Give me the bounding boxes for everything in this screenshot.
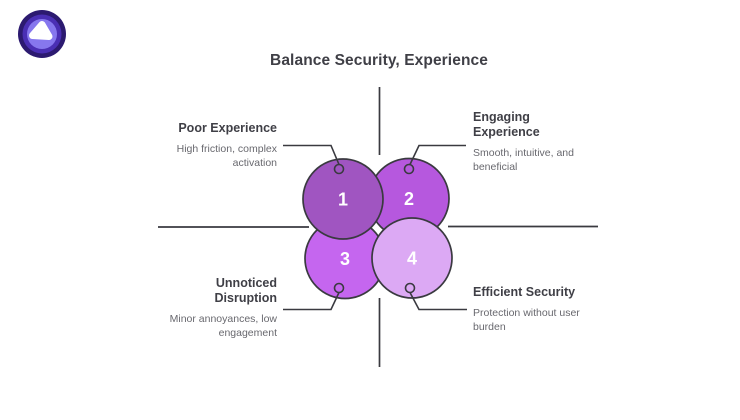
connector-ring-2 [403, 163, 415, 175]
connector-ring-1 [333, 163, 345, 175]
quadrant-label-unnoticed-disruption: Unnoticed Disruption Minor annoyances, l… [145, 276, 277, 341]
connector-rings [333, 163, 416, 294]
quadrant-label-efficient-security: Efficient Security Protection without us… [473, 285, 605, 335]
connector-ring-4 [404, 282, 416, 294]
quadrant-heading: Unnoticed Disruption [214, 276, 278, 305]
circle-number-1: 1 [338, 190, 348, 210]
connector-line-2 [409, 144, 466, 165]
connector-line-3 [283, 292, 340, 311]
circle-number-3: 3 [340, 249, 350, 269]
circle-number-2: 2 [404, 189, 414, 209]
quadrant-circle-4 [371, 217, 453, 299]
crosshair-axes [158, 87, 598, 367]
quadrant-circle-1 [302, 158, 384, 240]
connector-line-1 [283, 144, 340, 165]
quadrant-heading: Engaging Experience [473, 110, 540, 139]
quadrant-description: Smooth, intuitive, and beneficial [473, 147, 574, 173]
connector-line-4 [409, 292, 467, 311]
quadrant-heading: Efficient Security [473, 285, 576, 299]
quadrant-heading: Poor Experience [178, 121, 277, 135]
page-title: Balance Security, Experience [270, 52, 488, 69]
quadrant-label-poor-experience: Poor Experience High friction, complex a… [145, 121, 277, 171]
connector-ring-3 [333, 282, 345, 294]
quadrant-description: High friction, complex activation [176, 143, 277, 169]
logo-pick-shape [29, 21, 53, 40]
quadrant-description: Minor annoyances, low engagement [169, 313, 277, 339]
brand-logo-icon [18, 10, 66, 58]
connector-lines [283, 144, 467, 311]
quadrant-label-engaging-experience: Engaging Experience Smooth, intuitive, a… [473, 110, 591, 175]
quadrant-description: Protection without user burden [473, 307, 580, 333]
circle-number-4: 4 [407, 249, 417, 269]
